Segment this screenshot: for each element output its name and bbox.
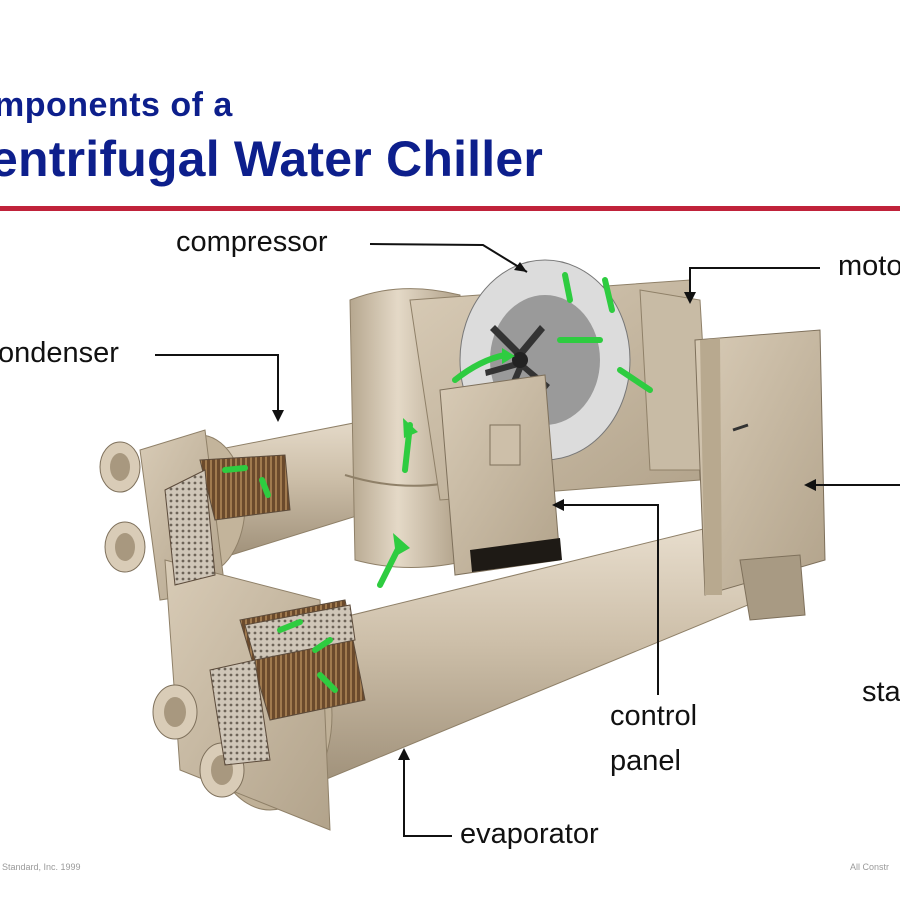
starter-cabinet [694,329,826,596]
label-control-panel-line1: control [610,700,698,732]
label-starter: sta [862,676,900,708]
leader-condenser [155,354,279,418]
support-foot [739,554,806,621]
title-underline [0,206,900,211]
label-motor: moto [838,250,900,282]
leader-motor [689,267,820,300]
footer-copyright-left: Standard, Inc. 1999 [2,862,81,872]
leader-arrowheads [272,262,816,760]
label-condenser: ondenser [0,337,119,369]
title-line-2: entrifugal Water Chiller [0,131,544,187]
control-panel-box [439,374,562,576]
leader-lines [155,243,900,837]
refrigerant-flow-heads [393,348,515,556]
leader-evaporator [403,752,452,837]
footer-copyright-right: All Constr [850,862,890,872]
title-line-1: mponents of a [0,86,233,124]
label-evaporator: evaporator [460,818,599,850]
leader-control-panel [556,504,659,695]
water-nozzles [99,441,245,798]
label-control-panel-line2: panel [610,745,681,777]
leader-compressor [369,243,528,273]
label-compressor: compressor [176,226,328,258]
